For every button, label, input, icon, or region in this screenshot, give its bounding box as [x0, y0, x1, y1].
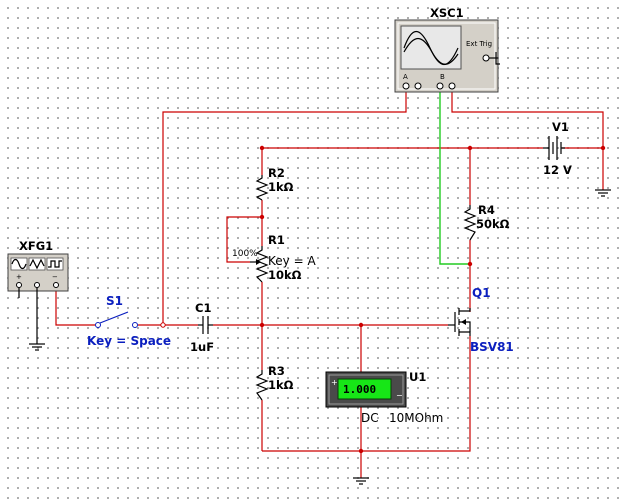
junction-node [467, 261, 473, 267]
triangle-wave-icon [29, 258, 45, 270]
fg-common-terminal[interactable] [34, 282, 40, 288]
arrow-icon [461, 319, 466, 325]
junction-node [358, 448, 364, 454]
channel-a-ground-terminal[interactable] [414, 82, 422, 90]
r3-value: 1kΩ [268, 378, 294, 392]
plus-label: + [16, 273, 22, 281]
voltmeter-bevel [328, 374, 404, 405]
junction-node [600, 145, 606, 151]
r2-ref: R2 [268, 166, 285, 180]
potentiometer-r1[interactable]: R1 100% Key = A 10kΩ [232, 233, 316, 283]
resistor-r3[interactable]: R3 1kΩ [255, 364, 294, 401]
resistor-r4[interactable]: R4 50kΩ [463, 203, 510, 241]
battery-v1[interactable]: V1 12 V [543, 120, 572, 177]
fg-switch-wire [55, 290, 95, 326]
voltmeter-u1[interactable]: U1 1.000 + − DC 10MOhm [325, 370, 443, 425]
voltmeter-reading: 1.000 [343, 383, 376, 396]
q1-model: BSV81 [470, 340, 514, 354]
square-wave-icon [48, 260, 62, 268]
ground-symbol [595, 189, 611, 197]
channel-b-label: B [440, 73, 445, 81]
drain-lead [459, 308, 471, 312]
battery-value: 12 V [543, 163, 572, 177]
u1-mode: DC [361, 411, 379, 425]
oscilloscope[interactable]: XSC1 Ext Trig A B [394, 6, 500, 93]
resistor-r2[interactable]: R2 1kΩ [255, 166, 294, 201]
voltmeter-display [337, 378, 392, 400]
r4-ref: R4 [478, 203, 495, 217]
minus-label: − [52, 273, 58, 281]
r1-value: 10kΩ [268, 268, 302, 282]
scope-b-wire [439, 92, 470, 265]
source-wire [262, 336, 471, 452]
resistor-zigzag [463, 205, 477, 241]
ext-trig-lead [495, 52, 500, 65]
junction-node [259, 145, 265, 151]
r1-key: Key = A [268, 254, 316, 268]
switch-s1[interactable]: S1 Key = Space [87, 294, 171, 348]
resistor-zigzag [255, 370, 269, 401]
r1-wiper-wire [226, 216, 262, 263]
resistor-zigzag [255, 246, 269, 283]
wiper-arrow-icon [256, 259, 261, 265]
c1-value: 1uF [190, 340, 214, 354]
r1-ref: R1 [268, 233, 285, 247]
c1-ref: C1 [195, 301, 211, 315]
ext-trig-label: Ext Trig [466, 40, 492, 48]
u1-ref: U1 [409, 370, 426, 384]
junction-nodes [259, 145, 606, 454]
r2-value: 1kΩ [268, 180, 294, 194]
r3-ref: R3 [268, 364, 285, 378]
q1-ref: Q1 [472, 286, 491, 300]
resistor-zigzag [255, 175, 269, 201]
oscilloscope-bevel [397, 22, 496, 90]
ground-symbol [29, 343, 45, 351]
scope-ground-wire [451, 92, 604, 148]
r1-percent: 100% [232, 249, 258, 259]
battery-ref: V1 [552, 120, 569, 134]
scope-a-wire [162, 92, 407, 325]
source-lead [459, 331, 471, 336]
switch-contact [132, 322, 138, 328]
minus-label: − [396, 391, 403, 400]
sine-wave-icon [11, 258, 27, 270]
switch-node [160, 322, 166, 328]
channel-b-terminal[interactable] [436, 82, 444, 90]
r4-value: 50kΩ [476, 217, 510, 231]
s1-key: Key = Space [87, 334, 171, 348]
fg-positive-terminal[interactable] [16, 282, 22, 288]
wires [55, 92, 604, 478]
switch-contact [95, 322, 101, 328]
oscilloscope-ref: XSC1 [430, 6, 464, 20]
junction-node [358, 322, 364, 328]
ground-symbol [353, 477, 369, 485]
junction-node [259, 322, 265, 328]
s1-ref: S1 [106, 294, 123, 308]
transistor-q1[interactable]: Q1 BSV81 [448, 286, 514, 354]
channel-a-label: A [403, 73, 408, 81]
switch-blade [99, 311, 129, 324]
junction-node [259, 214, 265, 220]
sine-wave-icon [403, 37, 459, 65]
plus-label: + [331, 378, 338, 387]
fg-negative-terminal[interactable] [53, 282, 59, 288]
channel-a-terminal[interactable] [402, 82, 410, 90]
oscilloscope-screen [400, 25, 462, 70]
channel-b-ground-terminal[interactable] [448, 82, 456, 90]
function-generator[interactable]: XFG1 + − [7, 239, 69, 344]
function-generator-ref: XFG1 [19, 239, 53, 253]
ext-trig-terminal[interactable] [482, 54, 490, 62]
junction-node [467, 145, 473, 151]
u1-resistance: 10MOhm [389, 411, 443, 425]
capacitor-c1[interactable]: C1 1uF [190, 301, 214, 354]
